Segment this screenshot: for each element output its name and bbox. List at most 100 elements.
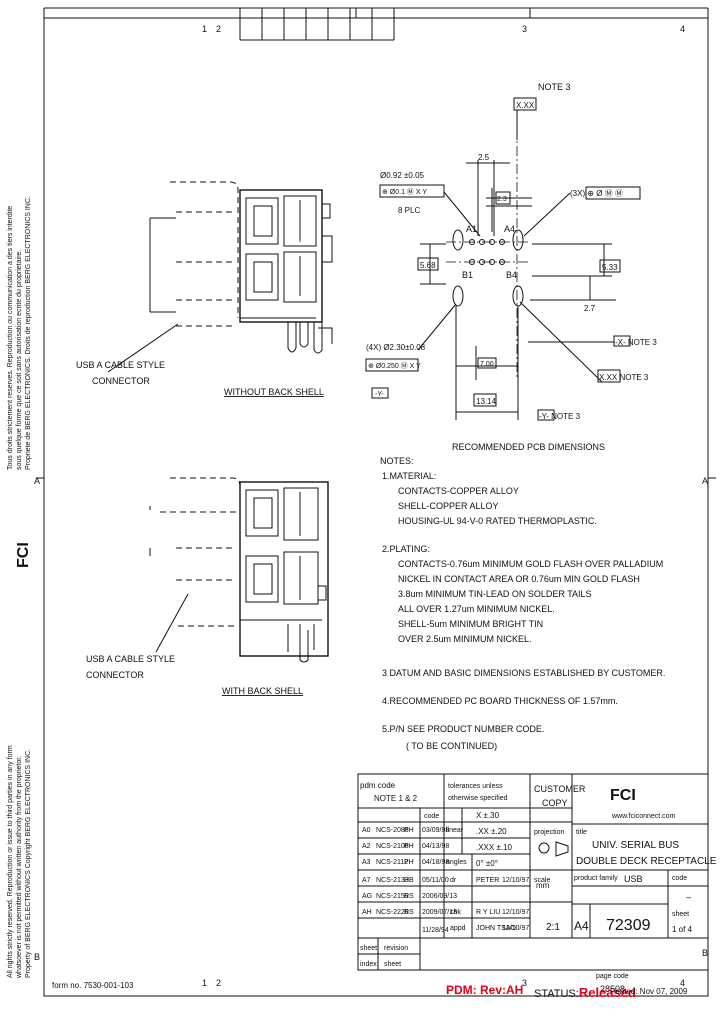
website: www.fciconnect.com	[611, 813, 676, 820]
appd-date: 12/10/97	[502, 925, 529, 932]
svg-text:A2: A2	[362, 843, 371, 850]
svg-text:3.8um MINIMUM TIN-LEAD ON SOLD: 3.8um MINIMUM TIN-LEAD ON SOLDER TAILS	[398, 589, 592, 599]
svg-text:NCS-2086: NCS-2086	[376, 827, 409, 834]
status-label: STATUS:	[534, 988, 579, 1000]
fcf-small-text: ⊕ Ø0.1 Ⓜ X Y	[382, 188, 427, 196]
zone-3-bottom: 3	[522, 978, 527, 988]
pdm-revision: PDM: Rev:AH	[446, 983, 524, 997]
index-header: index	[360, 961, 377, 968]
pin-a1: A1	[466, 224, 477, 234]
zone-4-top: 4	[680, 24, 685, 34]
dr-date: 12/10/97	[502, 877, 529, 884]
svg-text:05/11/00: 05/11/00	[422, 877, 449, 884]
svg-text:1.MATERIAL:: 1.MATERIAL:	[382, 471, 436, 481]
notes-heading: NOTES:	[380, 456, 414, 466]
note3-top: NOTE 3	[538, 82, 571, 92]
svg-text:NCS-2133: NCS-2133	[376, 877, 409, 884]
dim-5-33: 5.33	[602, 263, 618, 272]
upper-connector-label-2: CONNECTOR	[92, 376, 150, 386]
chk-label: chk	[450, 909, 461, 916]
revision-header: revision	[384, 945, 408, 952]
upper-leader	[107, 323, 179, 373]
fcf-large-text: ⊕ Ø0.250 Ⓜ X Y	[368, 362, 421, 370]
fci-logo-block: FCI	[610, 787, 636, 804]
chk-date: 12/10/97	[502, 909, 529, 916]
fcf-small	[379, 184, 445, 198]
mount-hole-a4	[512, 229, 524, 251]
pin-b4: B4	[506, 270, 517, 280]
dim-2-5: 2.5	[478, 153, 490, 162]
status-value: Released	[578, 985, 636, 1000]
zone-b-left: B	[34, 952, 40, 962]
lower-connector-view	[149, 477, 329, 663]
pcb-caption: RECOMMENDED PCB DIMENSIONS	[452, 442, 605, 452]
scale-label: scale	[534, 877, 550, 884]
svg-text:RS: RS	[404, 909, 414, 916]
title-header: title	[576, 829, 587, 836]
tolerances-header-2: otherwise specified	[448, 795, 508, 802]
appd-label: appd	[450, 925, 466, 932]
svg-text:2006/09/13: 2006/09/13	[422, 893, 457, 900]
printed-date: Printed: Nov 07, 2009	[610, 987, 688, 996]
lower-leader	[155, 593, 189, 653]
svg-text:A0: A0	[362, 827, 371, 834]
svg-text:2.PLATING:: 2.PLATING:	[382, 544, 430, 554]
tol-xx: .XX ±.20	[476, 827, 507, 836]
appd-name: JOHN TSAO	[476, 925, 516, 932]
svg-text:HOUSING-UL 94-V-0 RATED THERMO: HOUSING-UL 94-V-0 RATED THERMOPLASTIC.	[398, 516, 597, 526]
dim-13-14: 13.14	[476, 397, 497, 406]
customer-label: CUSTOMER	[534, 784, 586, 794]
zone-1-top: 1	[202, 24, 207, 34]
scale-value: 2:1	[546, 922, 560, 933]
svg-text:11/28/94: 11/28/94	[422, 927, 449, 934]
dim-5-68: 5.68	[420, 261, 436, 270]
lower-connector-label-2: CONNECTOR	[86, 670, 144, 680]
svg-text:All rights strictly reserved.: All rights strictly reserved. Reproducti…	[7, 745, 14, 978]
svg-text:Tous droits strictement reserv: Tous droits strictement reserves. Reprod…	[7, 206, 14, 470]
title-line-1: UNIV. SERIAL BUS	[592, 840, 679, 851]
svg-text:( TO BE CONTINUED): ( TO BE CONTINUED)	[406, 741, 497, 751]
code-dash: –	[686, 892, 691, 902]
svg-text:A7: A7	[362, 877, 371, 884]
linear-label: linear	[446, 827, 464, 834]
french-notice: Tous droits strictement reserves. Reprod…	[7, 196, 32, 470]
zone-a-right: A	[702, 476, 708, 486]
form-number: form no. 7530-001-103	[52, 981, 134, 990]
svg-text:sous quelque forme que ce soit: sous quelque forme que ce soit sans auto…	[16, 250, 23, 470]
dim-2-3-box	[495, 191, 511, 205]
pin-b1: B1	[462, 270, 473, 280]
tol-xxx: .XXX ±.10	[476, 843, 513, 852]
upper-connector-view	[149, 181, 333, 354]
angles-label: angles	[446, 859, 467, 866]
lower-connector-label-1: USB A CABLE STYLE	[86, 654, 175, 664]
svg-text:5.P/N SEE PRODUCT NUMBER CODE.: 5.P/N SEE PRODUCT NUMBER CODE.	[382, 724, 544, 734]
pcb-layout: NOTE 3 X.XX 2.5 2.3 Ø0.92 ±0.05 ⊕ Ø0.1 Ⓜ…	[365, 82, 657, 452]
units-mm: mm	[536, 881, 550, 890]
fcf-3x: (3X) ⊕ Ø Ⓜ Ⓜ	[570, 189, 623, 198]
svg-text:2009/07/13: 2009/07/13	[422, 909, 457, 916]
zone-1-bottom: 1	[202, 978, 207, 988]
copy-label: COPY	[542, 798, 568, 808]
upper-connector-label-1: USB A CABLE STYLE	[76, 360, 165, 370]
fcf-large	[365, 358, 419, 372]
svg-text:NCS-2226: NCS-2226	[376, 909, 409, 916]
tol-angle: 0° ±0°	[476, 859, 498, 868]
sheet-size: A4	[574, 919, 589, 933]
dim-13-14-box	[473, 393, 497, 407]
part-number: 72309	[606, 917, 651, 934]
svg-text:AG: AG	[362, 893, 372, 900]
upper-view-caption: WITHOUT BACK SHELL	[224, 387, 324, 397]
dim-7-00: 7.00	[480, 361, 494, 368]
sheet-value: 1 of 4	[672, 925, 693, 934]
svg-text:CONTACTS-0.76um MINIMUM GOLD F: CONTACTS-0.76um MINIMUM GOLD FLASH OVER …	[398, 559, 663, 569]
svg-text:NICKEL IN CONTACT AREA OR 0.76: NICKEL IN CONTACT AREA OR 0.76um MIN GOL…	[398, 574, 640, 584]
title-line-2: DOUBLE DECK RECEPTACLE	[576, 856, 717, 867]
zone-b-right: B	[702, 948, 708, 958]
xxx-note: X.XX NOTE 3	[599, 373, 649, 382]
svg-text:FCI: FCI	[15, 542, 32, 568]
svg-text:04/18/98: 04/18/98	[422, 859, 449, 866]
dim-7-00-box	[477, 357, 497, 369]
sheet-rev-header: sheet	[360, 945, 377, 952]
svg-text:HB: HB	[404, 877, 414, 884]
title-block: pdm code NOTE 1 & 2 tolerances unless ot…	[357, 773, 717, 994]
